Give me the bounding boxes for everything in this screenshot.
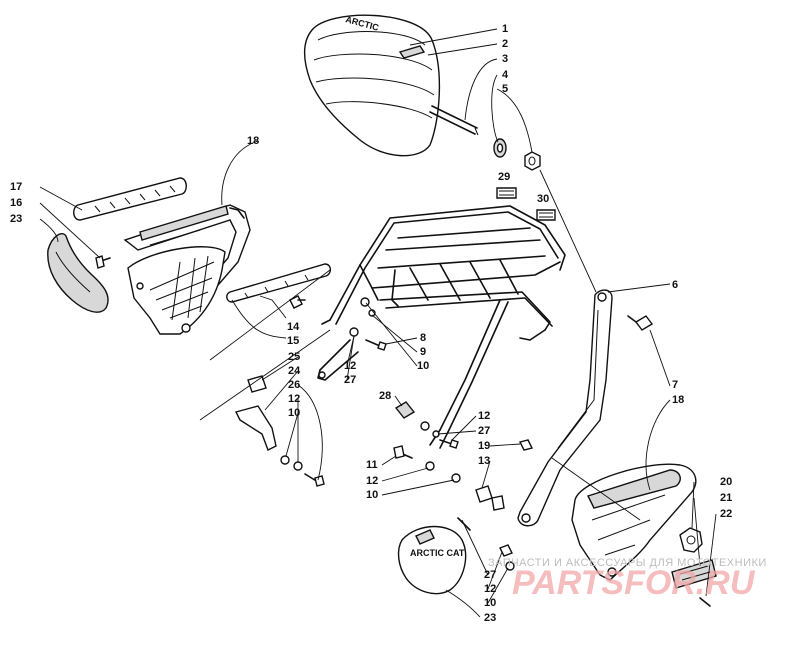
callout-12-rack: 12 bbox=[344, 360, 356, 372]
leader-lines bbox=[39, 28, 717, 618]
bolt-7 bbox=[627, 315, 654, 331]
callout-28: 28 bbox=[379, 390, 391, 402]
knob bbox=[679, 527, 703, 553]
callout-18-top: 18 bbox=[247, 135, 259, 147]
callout-4: 4 bbox=[502, 69, 509, 81]
callout-21: 21 bbox=[720, 492, 732, 504]
callout-23-bottom: 23 bbox=[484, 612, 496, 624]
callout-20: 20 bbox=[720, 476, 732, 488]
nut bbox=[524, 151, 541, 171]
callout-9: 9 bbox=[420, 346, 426, 358]
callout-13: 13 bbox=[478, 455, 490, 467]
callout-10-rack: 10 bbox=[417, 360, 429, 372]
bolt-14 bbox=[289, 295, 306, 309]
callout-10-lower: 10 bbox=[366, 489, 378, 501]
stud bbox=[429, 105, 479, 136]
callout-19: 19 bbox=[478, 440, 490, 452]
cargo-rack bbox=[321, 205, 566, 449]
decal-29 bbox=[496, 187, 517, 199]
callout-27-rack: 27 bbox=[344, 374, 356, 386]
callout-1: 1 bbox=[502, 23, 508, 35]
screw-16 bbox=[95, 255, 111, 269]
callout-27-center: 27 bbox=[478, 425, 490, 437]
callout-22: 22 bbox=[720, 508, 732, 520]
side-mount-plate bbox=[127, 246, 226, 335]
callout-26: 26 bbox=[288, 379, 300, 391]
callout-6: 6 bbox=[672, 279, 678, 291]
screw-22 bbox=[699, 597, 711, 607]
callout-10-left: 10 bbox=[288, 407, 300, 419]
side-handle-right bbox=[571, 463, 697, 581]
watermark-text: ЗАПЧАСТИ И АКСЕССУАРЫ ДЛЯ МОТОТЕХНИКИ bbox=[488, 557, 767, 569]
backrest-cushion: ARCTIC bbox=[303, 14, 441, 157]
lower-bracket-left bbox=[234, 375, 325, 487]
pad-brand-mark: ARCTIC CAT bbox=[410, 548, 465, 558]
callout-16: 16 bbox=[10, 197, 22, 209]
side-cover-left bbox=[47, 232, 109, 313]
callout-27-bottom: 27 bbox=[484, 569, 496, 581]
washer bbox=[493, 138, 507, 158]
callout-25: 25 bbox=[288, 351, 300, 363]
watermark: ЗАПЧАСТИ И АКСЕССУАРЫ ДЛЯ МОТОТЕХНИКИ PA… bbox=[488, 557, 767, 602]
callout-15: 15 bbox=[287, 335, 299, 347]
callout-29: 29 bbox=[498, 171, 510, 183]
side-strut bbox=[517, 289, 613, 527]
grip-tube bbox=[73, 177, 187, 221]
callout-10-bottom: 10 bbox=[484, 597, 496, 609]
callout-24: 24 bbox=[288, 365, 301, 377]
rack-bracket-left bbox=[317, 339, 359, 381]
cushion-pad: ARCTIC CAT bbox=[397, 525, 467, 595]
callout-11: 11 bbox=[366, 459, 378, 471]
callout-7: 7 bbox=[672, 379, 678, 391]
callout-23-left: 23 bbox=[10, 213, 22, 225]
callout-3: 3 bbox=[502, 53, 508, 65]
hardware-center bbox=[393, 401, 534, 511]
watermark-logo: PARTSFOR.RU bbox=[512, 564, 756, 602]
callout-8: 8 bbox=[420, 332, 426, 344]
trim-strip bbox=[226, 263, 332, 303]
emblem bbox=[671, 559, 717, 589]
callout-2: 2 bbox=[502, 38, 508, 50]
callout-12-left: 12 bbox=[288, 393, 300, 405]
callout-30: 30 bbox=[537, 193, 549, 205]
callout-12-lower: 12 bbox=[366, 475, 378, 487]
callout-14: 14 bbox=[287, 321, 300, 333]
callout-17: 17 bbox=[10, 181, 22, 193]
callout-18-right: 18 bbox=[672, 394, 684, 406]
hardware-bottom bbox=[457, 517, 515, 571]
callout-5: 5 bbox=[502, 83, 508, 95]
decal-30 bbox=[536, 209, 556, 221]
callout-numbers: 1 2 3 4 5 18 17 16 23 29 30 6 14 15 8 9 … bbox=[10, 23, 732, 624]
callout-12-bottom: 12 bbox=[484, 583, 496, 595]
callout-12-center: 12 bbox=[478, 410, 490, 422]
